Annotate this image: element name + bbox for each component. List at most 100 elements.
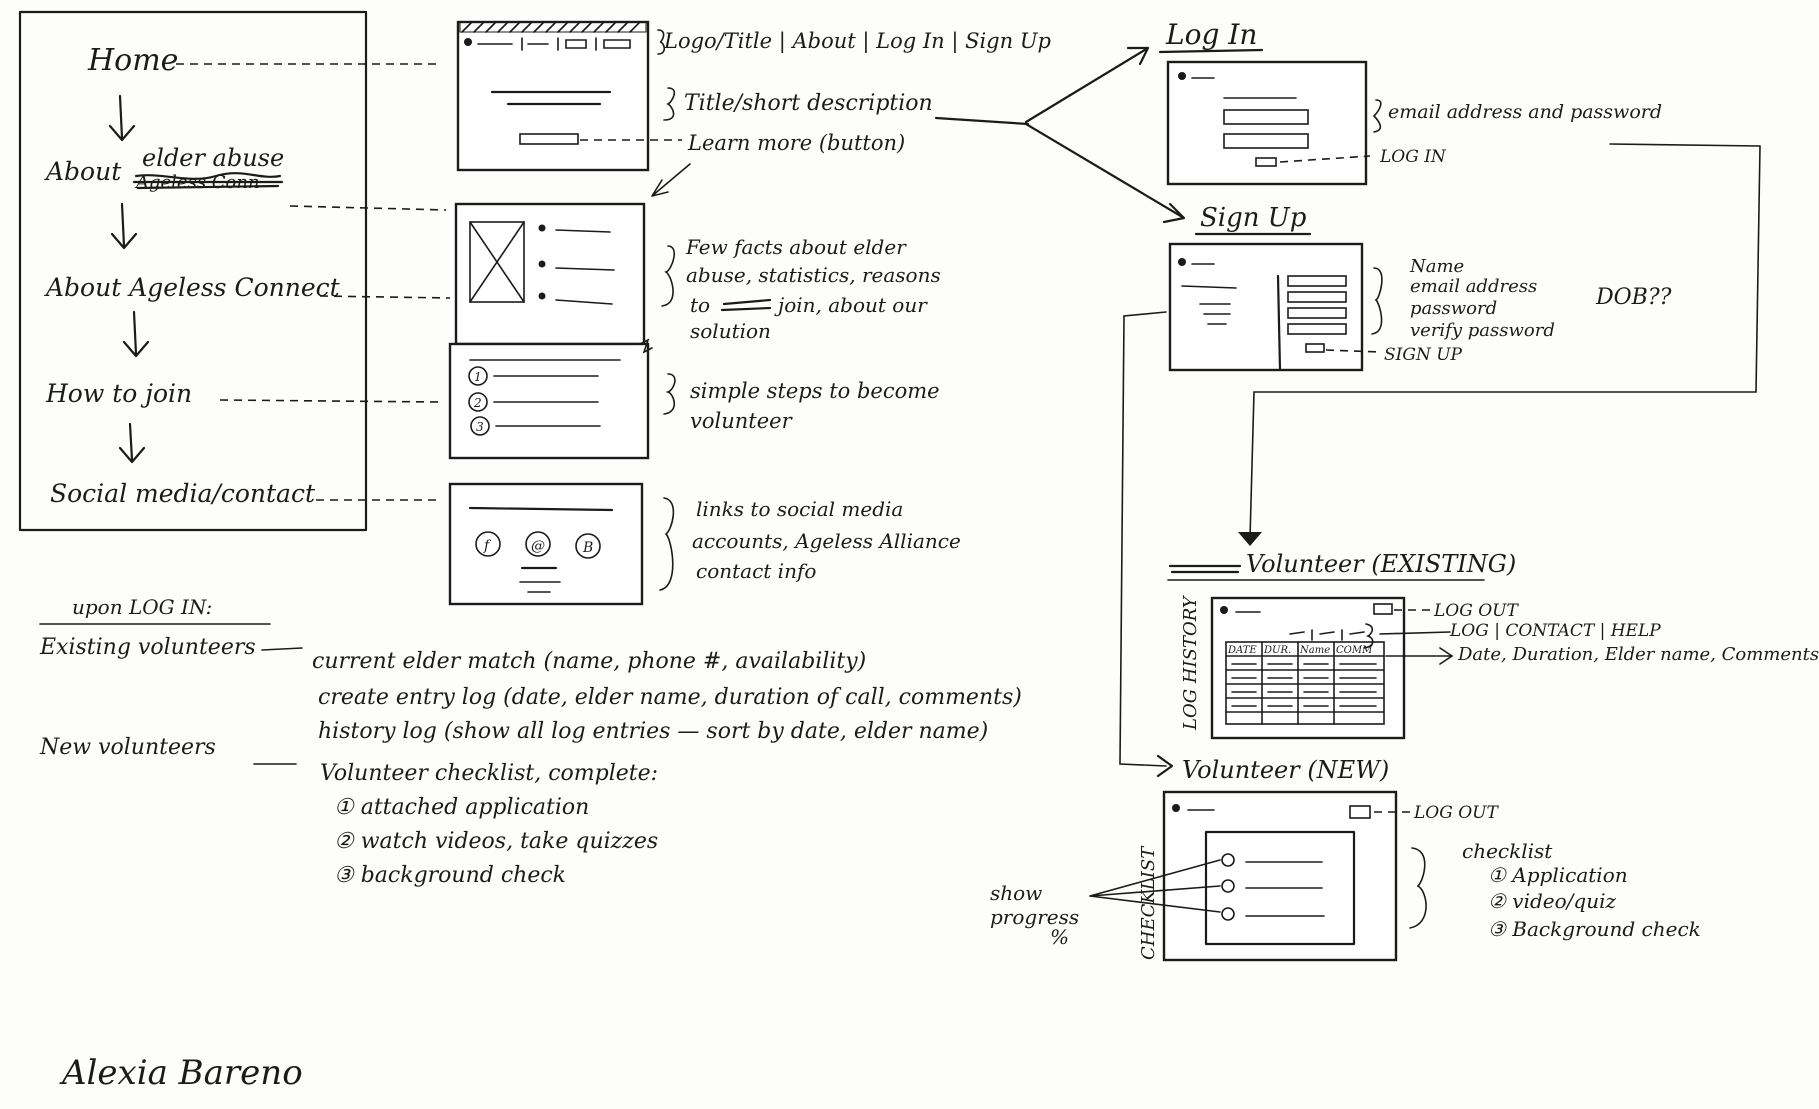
checklist-item: ② video/quiz (1488, 889, 1616, 913)
contact-lines (519, 581, 561, 593)
connector-about (289, 205, 447, 211)
login-underline (1158, 48, 1264, 54)
facts-note-1: Few facts about elder (685, 235, 907, 259)
new-item: ① attached application (334, 795, 589, 820)
checkbox-icon (1221, 907, 1235, 921)
verify-field-sketch (1287, 323, 1347, 335)
arrow-to-login-icon (1024, 46, 1150, 124)
signup-divider (1276, 274, 1282, 372)
arrow-icon (651, 163, 691, 197)
scribble-strike (1168, 564, 1242, 574)
connector-nav (1379, 631, 1451, 635)
contact-frame (448, 482, 644, 606)
about-frame (454, 202, 646, 346)
facts-note-4: solution (690, 319, 771, 343)
step-three-icon (470, 416, 490, 436)
logo-dot-icon (1178, 258, 1186, 266)
sitemap-frame (18, 10, 368, 532)
home-title-note: Title/short description (684, 91, 933, 116)
signup-to-new-line (1119, 311, 1167, 767)
existing-dash (261, 647, 303, 651)
logo-dot-icon (1172, 804, 1180, 812)
scribble-strike (132, 172, 284, 190)
checklist-panel (1204, 830, 1356, 946)
bullet-icon (538, 292, 546, 300)
bullet-icon (538, 224, 546, 232)
signup-left-lines (1181, 263, 1237, 325)
new-logout-note: LOG OUT (1413, 803, 1499, 823)
tick-mark (639, 338, 653, 354)
checklist-item: ① Application (1488, 863, 1628, 887)
brace-icon (1363, 623, 1374, 649)
brace-icon (659, 497, 675, 591)
logout-button-sketch (1373, 603, 1393, 615)
existing-frame (1210, 596, 1406, 740)
arrow-down-icon (108, 94, 136, 142)
signup-field: Name (1409, 256, 1464, 277)
flow-line (934, 116, 1030, 126)
dob-note: DOB?? (1595, 285, 1672, 310)
log-table-sketch: DATE DUR. Name COMM (1225, 641, 1385, 725)
login-fields-note: email address and password (1388, 101, 1662, 123)
step-num: 3 (476, 420, 484, 434)
flow-arrows (934, 46, 1761, 778)
existing-logout-note: LOG OUT (1433, 601, 1519, 621)
login-heading: Log In (1165, 18, 1257, 51)
new-volunteers-label: New volunteers (39, 735, 216, 760)
volunteer-existing-wireframe: Volunteer (EXISTING) LOG OUT LOG | CONTA… (1167, 550, 1819, 740)
social-icon-label: f (483, 538, 492, 554)
join-wireframe: 1 2 3 simple steps to become volunteer (448, 338, 940, 460)
new-item: ③ background check (334, 863, 566, 888)
progress-note-1: show (990, 881, 1042, 905)
arrow-head-icon (1156, 754, 1174, 778)
facebook-icon (475, 531, 501, 557)
sitemap-social: Social media/contact (50, 479, 316, 508)
signup-frame (1168, 242, 1364, 372)
signup-field: password (1410, 298, 1497, 319)
login-to-existing-line (1249, 143, 1761, 539)
existing-nav-note: LOG | CONTACT | HELP (1449, 621, 1661, 641)
logo-dot-icon (464, 38, 472, 46)
signup-wireframe: Sign Up Name email address password veri… (1168, 203, 1672, 372)
new-intro: Volunteer checklist, complete: (320, 761, 658, 786)
progress-pointer-lines (1089, 859, 1221, 913)
brace-icon (663, 87, 676, 121)
sitemap: Home About elder abuse Ageless Conn Abou… (18, 10, 451, 532)
login-button-note: LOG IN (1379, 147, 1447, 167)
brace-icon (657, 29, 666, 55)
progress-note-3: % (1050, 925, 1069, 949)
step-lines (493, 375, 601, 427)
step-two-icon (468, 392, 488, 412)
connector-signup-button (1325, 349, 1381, 353)
sitemap-how-to-join: How to join (45, 379, 192, 408)
sitemap-home: Home (87, 43, 178, 78)
scribble-strike (720, 298, 772, 312)
sitemap-about-insert: elder abuse (142, 144, 284, 172)
links-note-3: contact info (696, 559, 816, 583)
facts-note-2: abuse, statistics, reasons (686, 263, 941, 287)
table-header: COMM (1336, 645, 1373, 656)
signup-field: email address (1410, 276, 1537, 297)
arrow-down-icon (118, 422, 146, 464)
existing-nav-sketch (1289, 629, 1365, 641)
brace-icon (661, 245, 676, 307)
home-wireframe: Logo/Title | About | Log In | Sign Up Ti… (456, 20, 1051, 197)
checklist-side-label: CHECKLIST (1138, 845, 1159, 960)
log-table-cols (1261, 641, 1335, 725)
checklist-lines (1245, 861, 1325, 917)
brace-icon (663, 373, 676, 415)
steps-note-2: volunteer (690, 409, 794, 433)
upon-login-heading: upon LOG IN: (72, 595, 212, 619)
brace-icon (1371, 267, 1383, 335)
blog-icon (575, 533, 601, 559)
links-note-1: links to social media (696, 497, 903, 521)
existing-item: history log (show all log entries — sort… (318, 719, 988, 744)
progress-note-2: progress (990, 905, 1079, 929)
email-field-sketch (1287, 291, 1347, 303)
password-field-sketch (1287, 307, 1347, 319)
checkbox-icon (1221, 879, 1235, 893)
log-table-frame (1225, 641, 1385, 725)
home-nav-note: Logo/Title | About | Log In | Sign Up (663, 29, 1051, 54)
step-num: 1 (474, 370, 482, 384)
hatch-pattern (461, 21, 641, 33)
